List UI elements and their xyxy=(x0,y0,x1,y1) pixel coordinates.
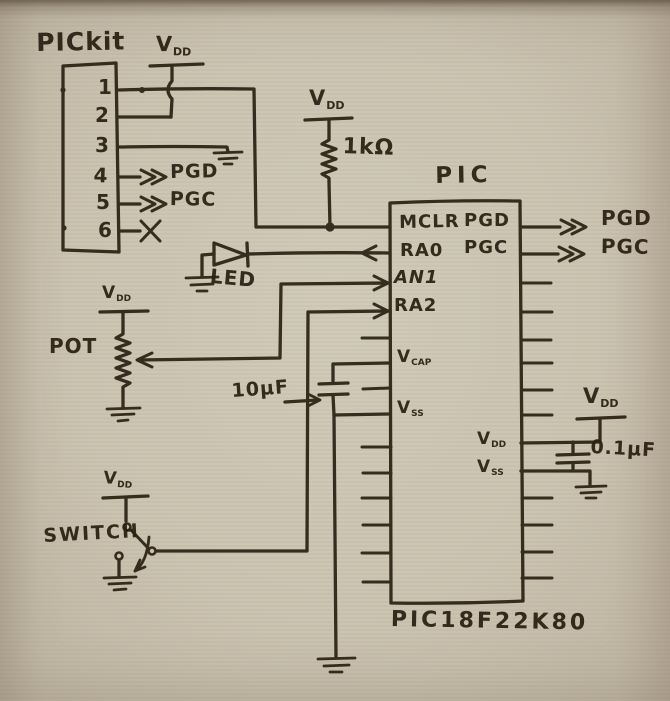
wire-pin1-mclr xyxy=(117,87,390,232)
wire-pgd-out xyxy=(519,218,588,236)
vdd-label-pickit: VDD xyxy=(155,32,192,59)
pin-label-vcap: VCAP xyxy=(397,347,432,368)
pickit-connector xyxy=(60,61,121,254)
pin-label-vdd-right: VDD xyxy=(477,429,507,450)
switch-circuit xyxy=(101,302,390,592)
pin-label-pgd: PGD xyxy=(464,210,510,231)
pickit-pin-6: 6 xyxy=(98,218,113,242)
pin-label-ra2: RA2 xyxy=(394,295,438,316)
switch-label: SWITCH xyxy=(42,519,141,547)
chip-part-number: PIC18F22K80 xyxy=(390,607,589,636)
bypass-circuit xyxy=(519,415,627,500)
vcap-circuit xyxy=(283,361,392,674)
pot-label: POT xyxy=(49,334,98,358)
pgd-label-pickit: PGD xyxy=(169,160,219,183)
pin-label-ra0: RA0 xyxy=(400,240,444,261)
pin-label-an1: AN1 xyxy=(394,267,439,288)
wire-pin4-pgd xyxy=(117,168,168,186)
pickit-title: PICkit xyxy=(35,26,126,57)
wire-pin5-pgc xyxy=(117,195,168,213)
vcap-capacitor-value: 10μF xyxy=(230,376,290,402)
led-circuit xyxy=(184,241,390,293)
pin-label-pgc: PGC xyxy=(464,237,509,258)
pullup-resistor xyxy=(303,116,354,229)
vdd-label-switch: VDD xyxy=(102,468,133,491)
pic-chip-outline xyxy=(388,199,525,605)
wire-pgc-out xyxy=(519,245,586,263)
pickit-pin-3: 3 xyxy=(95,133,110,157)
chip-right-stub-pins xyxy=(519,281,554,580)
pickit-pin-2: 2 xyxy=(95,103,110,127)
pullup-value-label: 1kΩ xyxy=(342,134,395,161)
pgc-label-ext: PGC xyxy=(600,234,650,259)
pickit-pin-1: 1 xyxy=(98,75,113,99)
pin-label-vss-left: VSS xyxy=(397,398,424,419)
chip-left-stub-pins xyxy=(360,336,393,584)
bypass-capacitor-value: 0.1μF xyxy=(589,436,657,462)
pin-label-mclr: MCLR xyxy=(398,210,460,233)
vdd-rail-pickit xyxy=(117,62,205,119)
pgc-label-pickit: PGC xyxy=(169,188,217,211)
pot-circuit xyxy=(98,274,390,423)
wire-pin3-gnd xyxy=(117,144,244,166)
pickit-pin-4: 4 xyxy=(93,163,109,188)
pin-label-vss-right: VSS xyxy=(477,457,504,478)
led-label: LED xyxy=(209,264,258,292)
vdd-label-pullup: VDD xyxy=(309,86,345,112)
pgd-label-ext: PGD xyxy=(601,206,652,230)
pickit-pin-5: 5 xyxy=(96,190,111,214)
vdd-label-bypass: VDD xyxy=(583,384,619,410)
wire-pin6-nc xyxy=(117,219,162,243)
vdd-label-pot: VDD xyxy=(102,283,132,304)
chip-title: PIC xyxy=(434,162,493,189)
